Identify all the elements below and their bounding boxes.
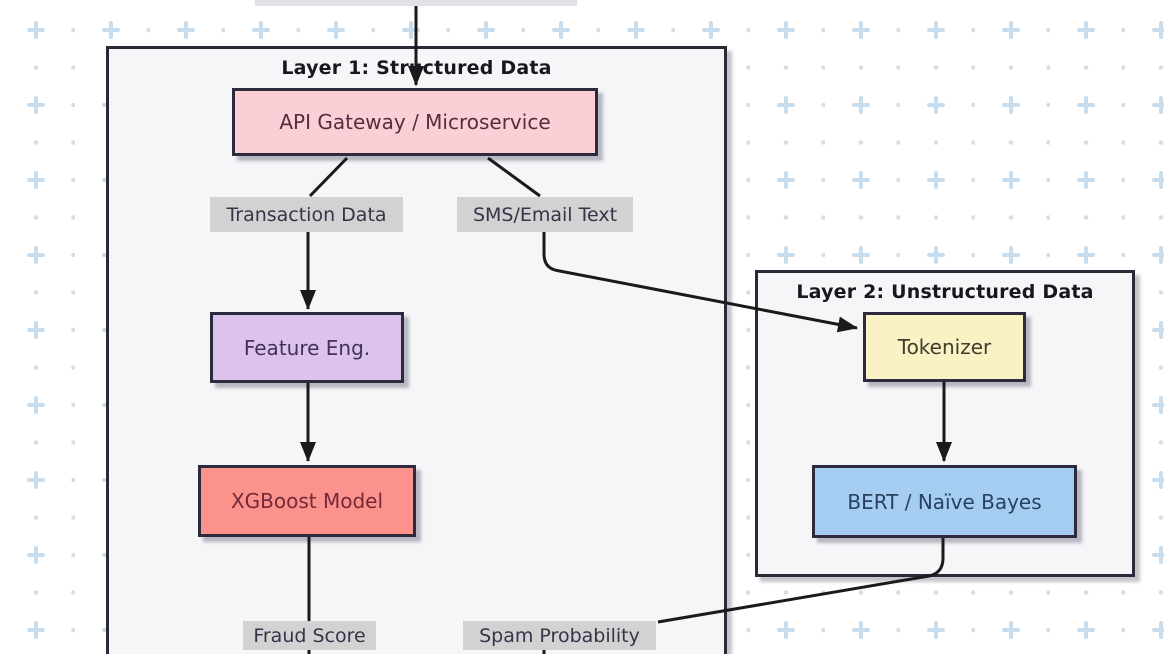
node-bert-naive-bayes: BERT / Naïve Bayes: [812, 465, 1077, 538]
node-bert-naive-bayes-label: BERT / Naïve Bayes: [847, 489, 1042, 514]
edge-label-sms-email-text-text: SMS/Email Text: [472, 203, 618, 226]
truncated-top-node: [255, 0, 577, 6]
edge-label-fraud-score: Fraud Score: [243, 621, 376, 650]
node-tokenizer: Tokenizer: [863, 312, 1026, 382]
container-layer2-title: Layer 2: Unstructured Data: [796, 281, 1094, 303]
node-xgboost-model-label: XGBoost Model: [230, 489, 384, 513]
node-tokenizer-label: Tokenizer: [897, 335, 992, 359]
edge-label-fraud-score-text: Fraud Score: [253, 624, 366, 647]
node-api-gateway-microservice: API Gateway / Microservice: [232, 88, 598, 156]
node-feature-eng-label: Feature Eng.: [243, 335, 371, 360]
edge-label-transaction-data: Transaction Data: [210, 197, 403, 232]
node-api-gateway-label: API Gateway / Microservice: [279, 110, 551, 134]
edge-label-sms-email-text: SMS/Email Text: [457, 197, 633, 232]
container-layer1-title: Layer 1: Structured Data: [281, 57, 552, 79]
node-feature-eng: Feature Eng.: [210, 312, 404, 383]
node-xgboost-model: XGBoost Model: [198, 465, 416, 537]
edge-label-transaction-data-text: Transaction Data: [226, 203, 387, 226]
edge-label-spam-probability: Spam Probability: [463, 621, 656, 650]
edge-label-spam-probability-text: Spam Probability: [479, 624, 640, 647]
